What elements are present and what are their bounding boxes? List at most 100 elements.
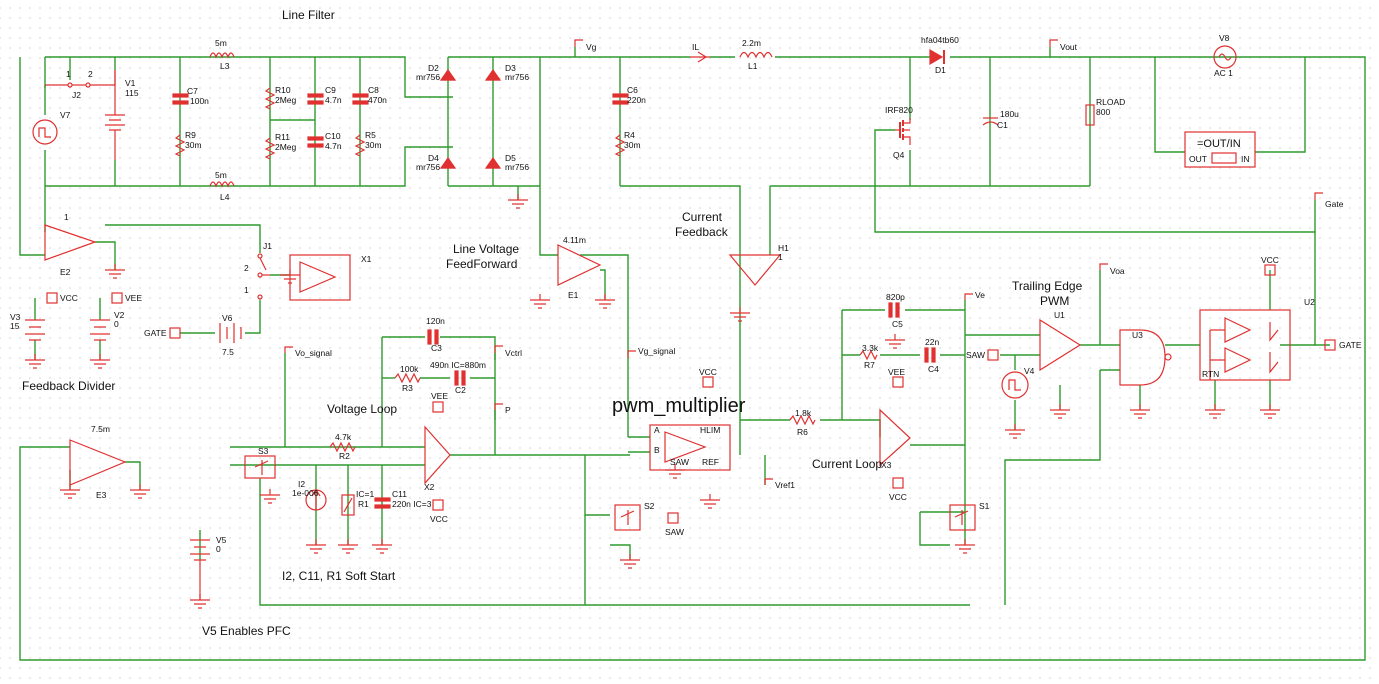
- label-current-loop: Current Loop: [812, 457, 882, 471]
- label-current: Current: [682, 210, 723, 224]
- inductor-L1[interactable]: [739, 51, 773, 59]
- net-gate-out: GATE: [1339, 340, 1362, 350]
- capacitor-C8[interactable]: [352, 93, 369, 105]
- switch-J2[interactable]: [45, 70, 116, 88]
- ground-symbol: [25, 354, 45, 369]
- diode-D1[interactable]: [929, 48, 945, 66]
- ref-R3-value: 100k: [400, 364, 419, 374]
- capacitor-C6[interactable]: [612, 93, 629, 105]
- resistor-R11[interactable]: [264, 137, 276, 160]
- ref-V4: V4: [1024, 366, 1035, 376]
- voltage-source-V3[interactable]: [25, 319, 45, 341]
- resistor-R2[interactable]: [329, 441, 356, 453]
- inductor-L3[interactable]: [209, 52, 235, 59]
- net-vee-2: VEE: [431, 391, 448, 401]
- ground-symbol: [90, 354, 110, 369]
- opamp-X3[interactable]: [879, 408, 911, 467]
- ref-C11-value: 220n IC=3: [392, 499, 432, 509]
- opamp-E2[interactable]: [44, 224, 97, 261]
- voltage-source-V5[interactable]: [190, 539, 210, 600]
- resistor-R9[interactable]: [174, 134, 186, 157]
- ground-symbol: [130, 484, 150, 499]
- capacitor-C1[interactable]: [982, 117, 999, 126]
- bode-expression: =OUT/IN: [1197, 138, 1241, 150]
- net-saw-1: SAW: [665, 527, 684, 537]
- resistor-RLOAD[interactable]: [1085, 104, 1095, 126]
- net-vcc-2: VCC: [430, 514, 448, 524]
- net-gate: Gate: [1325, 199, 1344, 209]
- net-vee-1: VEE: [125, 293, 142, 303]
- switch-S3[interactable]: [244, 455, 276, 479]
- capacitor-C10[interactable]: [307, 136, 324, 148]
- switch-J1[interactable]: [257, 253, 270, 300]
- resistor-R6[interactable]: [789, 414, 816, 426]
- ref-U3: U3: [1132, 330, 1143, 340]
- diode-D2[interactable]: [439, 68, 457, 81]
- ref-E2-value: 1: [64, 212, 69, 222]
- capacitor-C2[interactable]: [454, 370, 466, 386]
- voltage-source-V6[interactable]: [219, 323, 242, 343]
- current-probe-IL[interactable]: [690, 51, 710, 63]
- label-pwm: PWM: [1040, 294, 1069, 308]
- ref-X3: X3: [881, 460, 892, 470]
- ref-C2: C2: [455, 385, 466, 395]
- net-voa: Voa: [1110, 266, 1125, 276]
- ref-V2-value: 0: [114, 319, 119, 329]
- ref-S2: S2: [644, 501, 655, 511]
- pulse-source-V7[interactable]: [32, 119, 58, 145]
- current-sensor-H1[interactable]: [728, 254, 782, 286]
- net-vcc-3: VCC: [699, 367, 717, 377]
- capacitor-C11[interactable]: [374, 497, 391, 509]
- diode-D3[interactable]: [484, 68, 502, 81]
- ground-symbol: [700, 494, 720, 509]
- capacitor-C9[interactable]: [307, 93, 324, 105]
- diode-D4[interactable]: [439, 156, 457, 169]
- comparator-U1[interactable]: [1039, 318, 1082, 372]
- voltage-source-V2[interactable]: [90, 319, 110, 341]
- ref-R10: R10: [275, 85, 291, 95]
- capacitor-C3[interactable]: [427, 329, 439, 345]
- pwm-multiplier-block[interactable]: [649, 424, 731, 471]
- ref-C4-value: 22n: [925, 337, 939, 347]
- ref-C1: C1: [997, 120, 1008, 130]
- inductor-L4[interactable]: [209, 181, 235, 188]
- switch-S1[interactable]: [949, 504, 976, 531]
- mosfet-Q4[interactable]: [895, 118, 911, 145]
- ref-J2-pin2: 2: [88, 69, 93, 79]
- current-source-I2[interactable]: [305, 488, 327, 511]
- opamp-E1[interactable]: [557, 244, 602, 286]
- mult-pin-a: A: [654, 425, 660, 435]
- resistor-R7[interactable]: [859, 349, 878, 361]
- mult-pin-hlim: HLIM: [700, 425, 720, 435]
- ground-symbol: [372, 539, 392, 554]
- bode-probe[interactable]: [1184, 131, 1256, 168]
- diode-D5[interactable]: [484, 156, 502, 169]
- switch-S2[interactable]: [614, 504, 641, 531]
- capacitor-C5[interactable]: [888, 302, 900, 318]
- ref-L3: L3: [220, 61, 230, 71]
- label-soft-start: I2, C11, R1 Soft Start: [282, 569, 396, 583]
- resistor-R4[interactable]: [614, 134, 626, 157]
- resistor-R10[interactable]: [264, 87, 276, 110]
- capacitor-C4[interactable]: [924, 347, 936, 363]
- voltage-source-V1[interactable]: [105, 70, 125, 160]
- ac-source-V8[interactable]: [1213, 45, 1237, 69]
- opamp-X2[interactable]: [424, 425, 451, 485]
- resistor-R3[interactable]: [394, 372, 421, 384]
- resistor-R5[interactable]: [354, 134, 366, 157]
- driver-U2[interactable]: [1199, 309, 1291, 381]
- nor-gate-U3[interactable]: [1119, 329, 1172, 386]
- resistor-R1[interactable]: [341, 494, 355, 516]
- ref-R10-value: 2Meg: [275, 95, 297, 105]
- ref-C11: C11: [392, 489, 407, 499]
- opamp-E3[interactable]: [69, 439, 127, 486]
- capacitor-C7[interactable]: [172, 93, 189, 105]
- subcircuit-X1[interactable]: [289, 254, 351, 301]
- ref-V2: V2: [114, 310, 125, 320]
- ref-RLOAD-value: 800: [1096, 107, 1110, 117]
- pulse-source-V4[interactable]: [1001, 371, 1029, 399]
- ref-C9-value: 4.7n: [325, 95, 342, 105]
- mult-pin-saw: SAW: [670, 457, 689, 467]
